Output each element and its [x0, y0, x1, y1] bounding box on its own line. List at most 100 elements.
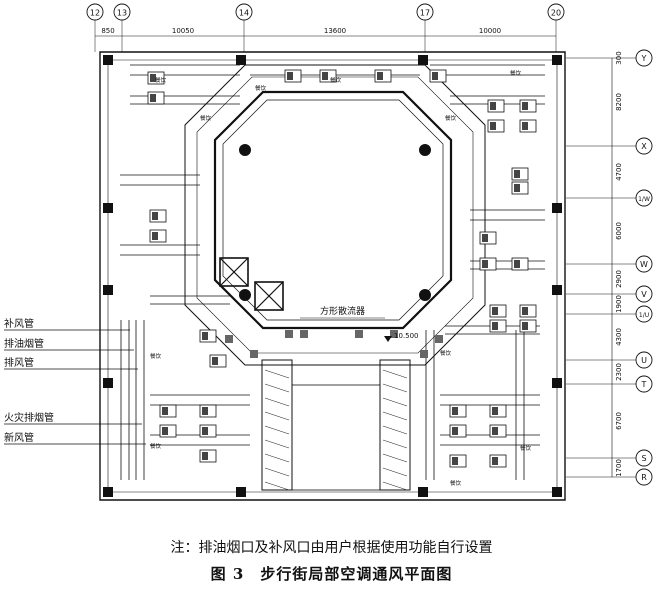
axis-label-top: 13	[117, 9, 127, 18]
equipment-unit-fill	[492, 322, 498, 330]
corridor-opening	[291, 384, 381, 491]
structural-column	[236, 487, 246, 497]
axis-bubble-right	[635, 49, 653, 67]
axis-bubble-right	[635, 375, 653, 393]
legend-label: 新风管	[4, 431, 34, 444]
axis-bubble-right	[635, 351, 653, 369]
shaft-hatch	[264, 453, 290, 463]
dimension-right: 6700	[615, 412, 623, 430]
dimension-right: 4300	[615, 328, 623, 346]
equipment-label: 餐饮	[445, 114, 457, 122]
square-diffuser	[355, 330, 363, 338]
atrium-void-edge	[213, 90, 453, 330]
equipment-unit-fill	[452, 427, 458, 435]
equipment-label: 餐饮	[150, 352, 162, 360]
equipment-unit-fill	[514, 170, 520, 178]
equipment-unit-fill	[212, 357, 218, 365]
structural-column	[103, 285, 113, 295]
shaft-hatch	[264, 439, 290, 449]
equipment-label: 餐饮	[155, 76, 167, 84]
dimension-top: 13600	[324, 27, 346, 35]
round-column	[419, 144, 431, 156]
elevation-marker	[384, 336, 392, 342]
structural-column	[552, 378, 562, 388]
shaft-hatch	[382, 467, 408, 477]
structural-column	[418, 55, 428, 65]
structural-column	[103, 378, 113, 388]
equipment-unit-fill	[432, 72, 438, 80]
equipment-unit-fill	[522, 307, 528, 315]
axis-label-right: R	[641, 473, 647, 482]
diffuser-label: 方形散流器	[320, 305, 365, 317]
axis-bubble-right	[635, 305, 653, 323]
dimension-right: 4700	[615, 163, 623, 181]
damper-cross	[254, 281, 284, 311]
equipment-unit-fill	[150, 74, 156, 82]
square-diffuser	[435, 335, 443, 343]
axis-bubble-right	[635, 468, 653, 486]
equipment-unit-fill	[522, 102, 528, 110]
axis-label-top: 12	[90, 9, 100, 18]
equipment-unit-fill	[490, 122, 496, 130]
axis-bubble-top	[86, 3, 104, 21]
equipment-label: 餐饮	[150, 442, 162, 450]
shaft-left	[261, 359, 293, 491]
square-diffuser	[420, 350, 428, 358]
equipment-unit-fill	[514, 260, 520, 268]
dimension-top: 850	[101, 27, 114, 35]
axis-bubble-top	[547, 3, 565, 21]
shaft-hatch	[264, 383, 290, 393]
equipment-unit-fill	[202, 332, 208, 340]
dimension-right: 8200	[615, 93, 623, 111]
equipment-unit-fill	[492, 457, 498, 465]
equipment-label: 餐饮	[510, 69, 522, 77]
shaft-hatch	[382, 481, 408, 491]
axis-bubble-top	[113, 3, 131, 21]
shaft-hatch	[382, 383, 408, 393]
structural-column	[103, 55, 113, 65]
equipment-label: 餐饮	[520, 444, 532, 452]
axis-label-right: S	[641, 454, 646, 463]
axis-label-right: 1/U	[639, 312, 649, 319]
shaft-hatch	[382, 369, 408, 379]
structural-column	[552, 285, 562, 295]
figure-note: 注：排油烟口及补风口由用户根据使用功能自行设置	[170, 540, 493, 556]
equipment-unit-fill	[152, 232, 158, 240]
damper-box	[219, 257, 249, 287]
equipment-unit-fill	[202, 407, 208, 415]
axis-label-right: U	[641, 356, 647, 365]
axis-label-top: 20	[551, 9, 561, 18]
equipment-unit-fill	[150, 94, 156, 102]
shaft-hatch	[264, 425, 290, 435]
structural-column	[418, 487, 428, 497]
structural-column	[103, 487, 113, 497]
structural-column	[552, 203, 562, 213]
structural-column	[552, 55, 562, 65]
structural-column	[552, 487, 562, 497]
square-diffuser	[300, 330, 308, 338]
axis-label-right: W	[640, 260, 648, 269]
square-diffuser	[390, 330, 398, 338]
atrium-void-inner	[222, 99, 444, 321]
equipment-label: 餐饮	[450, 479, 462, 487]
dimension-top: 10000	[479, 27, 501, 35]
axis-label-right: Y	[641, 54, 647, 63]
damper-cross	[219, 257, 249, 287]
equipment-unit-fill	[452, 457, 458, 465]
equipment-label: 餐饮	[200, 114, 212, 122]
shaft-hatch	[264, 411, 290, 421]
square-diffuser	[225, 335, 233, 343]
axis-label-right: V	[641, 290, 647, 299]
equipment-unit-fill	[452, 407, 458, 415]
shaft-hatch	[382, 397, 408, 407]
axis-bubble-right	[635, 189, 653, 207]
shaft-hatch	[382, 453, 408, 463]
damper-box	[254, 281, 284, 311]
building-outline	[99, 51, 566, 501]
dimension-right: 1900	[615, 295, 623, 313]
axis-label-top: 14	[239, 9, 249, 18]
equipment-unit-fill	[377, 72, 383, 80]
equipment-unit-fill	[202, 452, 208, 460]
equipment-label: 餐饮	[330, 76, 342, 84]
figure-title: 图 3 步行街局部空调通风平面图	[210, 565, 453, 583]
